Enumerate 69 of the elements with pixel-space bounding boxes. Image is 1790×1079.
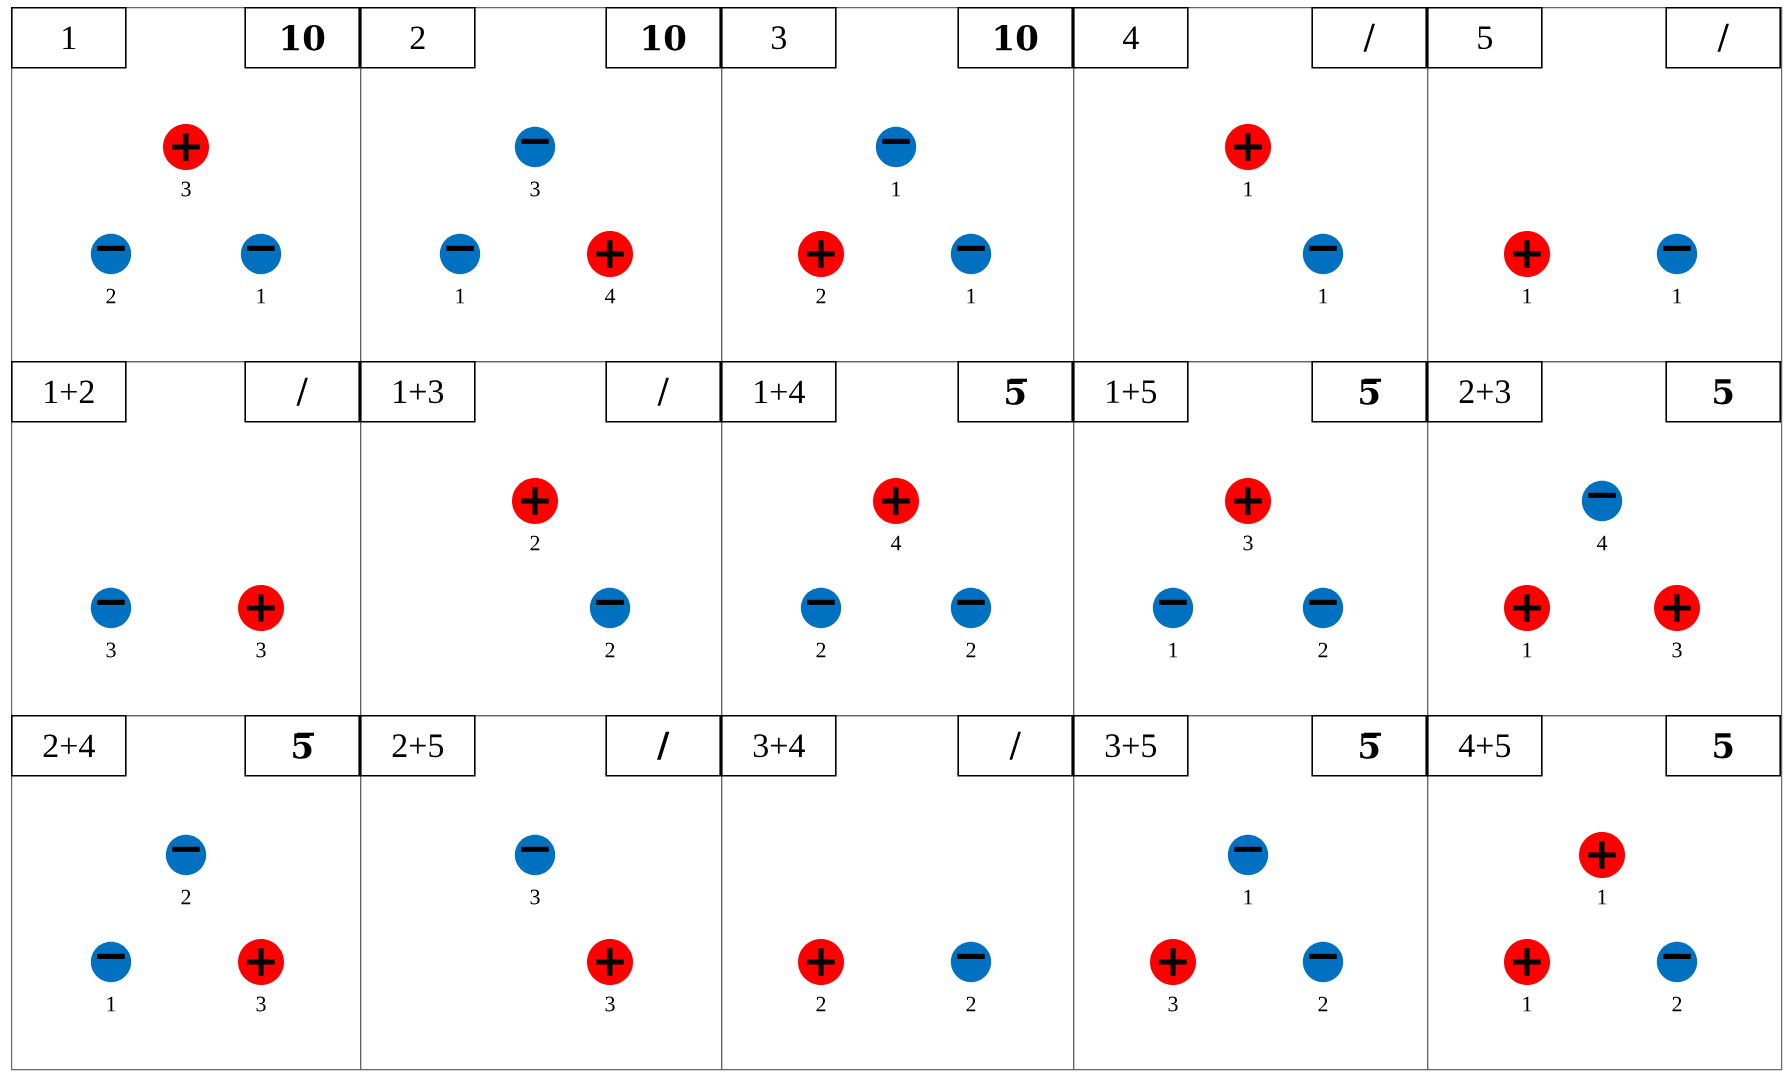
charge-number: 2 [530,535,540,551]
charge-number: 2 [605,642,615,658]
charge-number: 4 [1596,535,1608,551]
case-label: 3+5 [1073,715,1189,777]
case-label: 2+3 [1427,361,1543,423]
case-label: 2+4 [11,715,127,777]
result-label: 5 [1665,361,1781,423]
charge-number: 3 [106,642,116,658]
result-label: 5̅ [1311,715,1427,777]
case-label: 4 [1073,7,1189,69]
charge-number: 2 [816,288,826,304]
charge-number: 1 [1169,642,1178,658]
result-label: / [605,715,721,777]
charge-number: 1 [456,288,465,304]
charge-number: 2 [966,996,976,1012]
charge-number: 3 [1243,535,1253,551]
charge-number: 3 [530,889,540,905]
case-label: 2 [360,7,476,69]
charge-number: 2 [816,642,826,658]
result-label: / [605,361,721,423]
case-label: 5 [1427,7,1543,69]
result-label: 5 [1665,715,1781,777]
charge-number: 2 [106,288,116,304]
case-label: 3 [721,7,837,69]
charge-number: 3 [1672,642,1682,658]
case-label: 1+4 [721,361,837,423]
charge-number: 4 [890,535,902,551]
case-label: 1+3 [360,361,476,423]
charge-number: 2 [1318,996,1328,1012]
charge-number: 2 [1672,996,1682,1012]
result-label: / [1311,7,1427,69]
charge-number: 1 [107,996,116,1012]
result-label: 10 [957,7,1073,69]
charge-number: 3 [256,996,266,1012]
charge-number: 1 [1319,288,1328,304]
charge-number: 1 [967,288,976,304]
charge-number: 2 [181,889,191,905]
charge-number: 1 [1523,288,1532,304]
result-label: 5̅ [957,361,1073,423]
result-label: 10 [605,7,721,69]
charge-number: 3 [1168,996,1178,1012]
case-label: 4+5 [1427,715,1543,777]
result-label: / [1665,7,1781,69]
charge-number: 1 [1598,889,1607,905]
charge-number: 4 [604,288,616,304]
charge-number: 1 [892,181,901,197]
case-label: 2+5 [360,715,476,777]
case-label: 1+5 [1073,361,1189,423]
case-label: 1+2 [11,361,127,423]
result-label: / [244,361,360,423]
charge-number: 3 [530,181,540,197]
charge-number: 1 [1523,996,1532,1012]
result-label: / [957,715,1073,777]
result-label: 10 [244,7,360,69]
result-label: 5̅ [244,715,360,777]
case-label: 3+4 [721,715,837,777]
charge-number: 3 [605,996,615,1012]
charge-number: 1 [1523,642,1532,658]
case-label: 1 [11,7,127,69]
charge-number: 2 [1318,642,1328,658]
result-label: 5̅ [1311,361,1427,423]
charge-number: 1 [1244,181,1253,197]
charge-number: 2 [966,642,976,658]
charge-number: 3 [256,642,266,658]
charge-number: 1 [1244,889,1253,905]
charge-number: 1 [1673,288,1682,304]
charge-number: 1 [257,288,266,304]
charge-number: 3 [181,181,191,197]
charge-number: 2 [816,996,826,1012]
